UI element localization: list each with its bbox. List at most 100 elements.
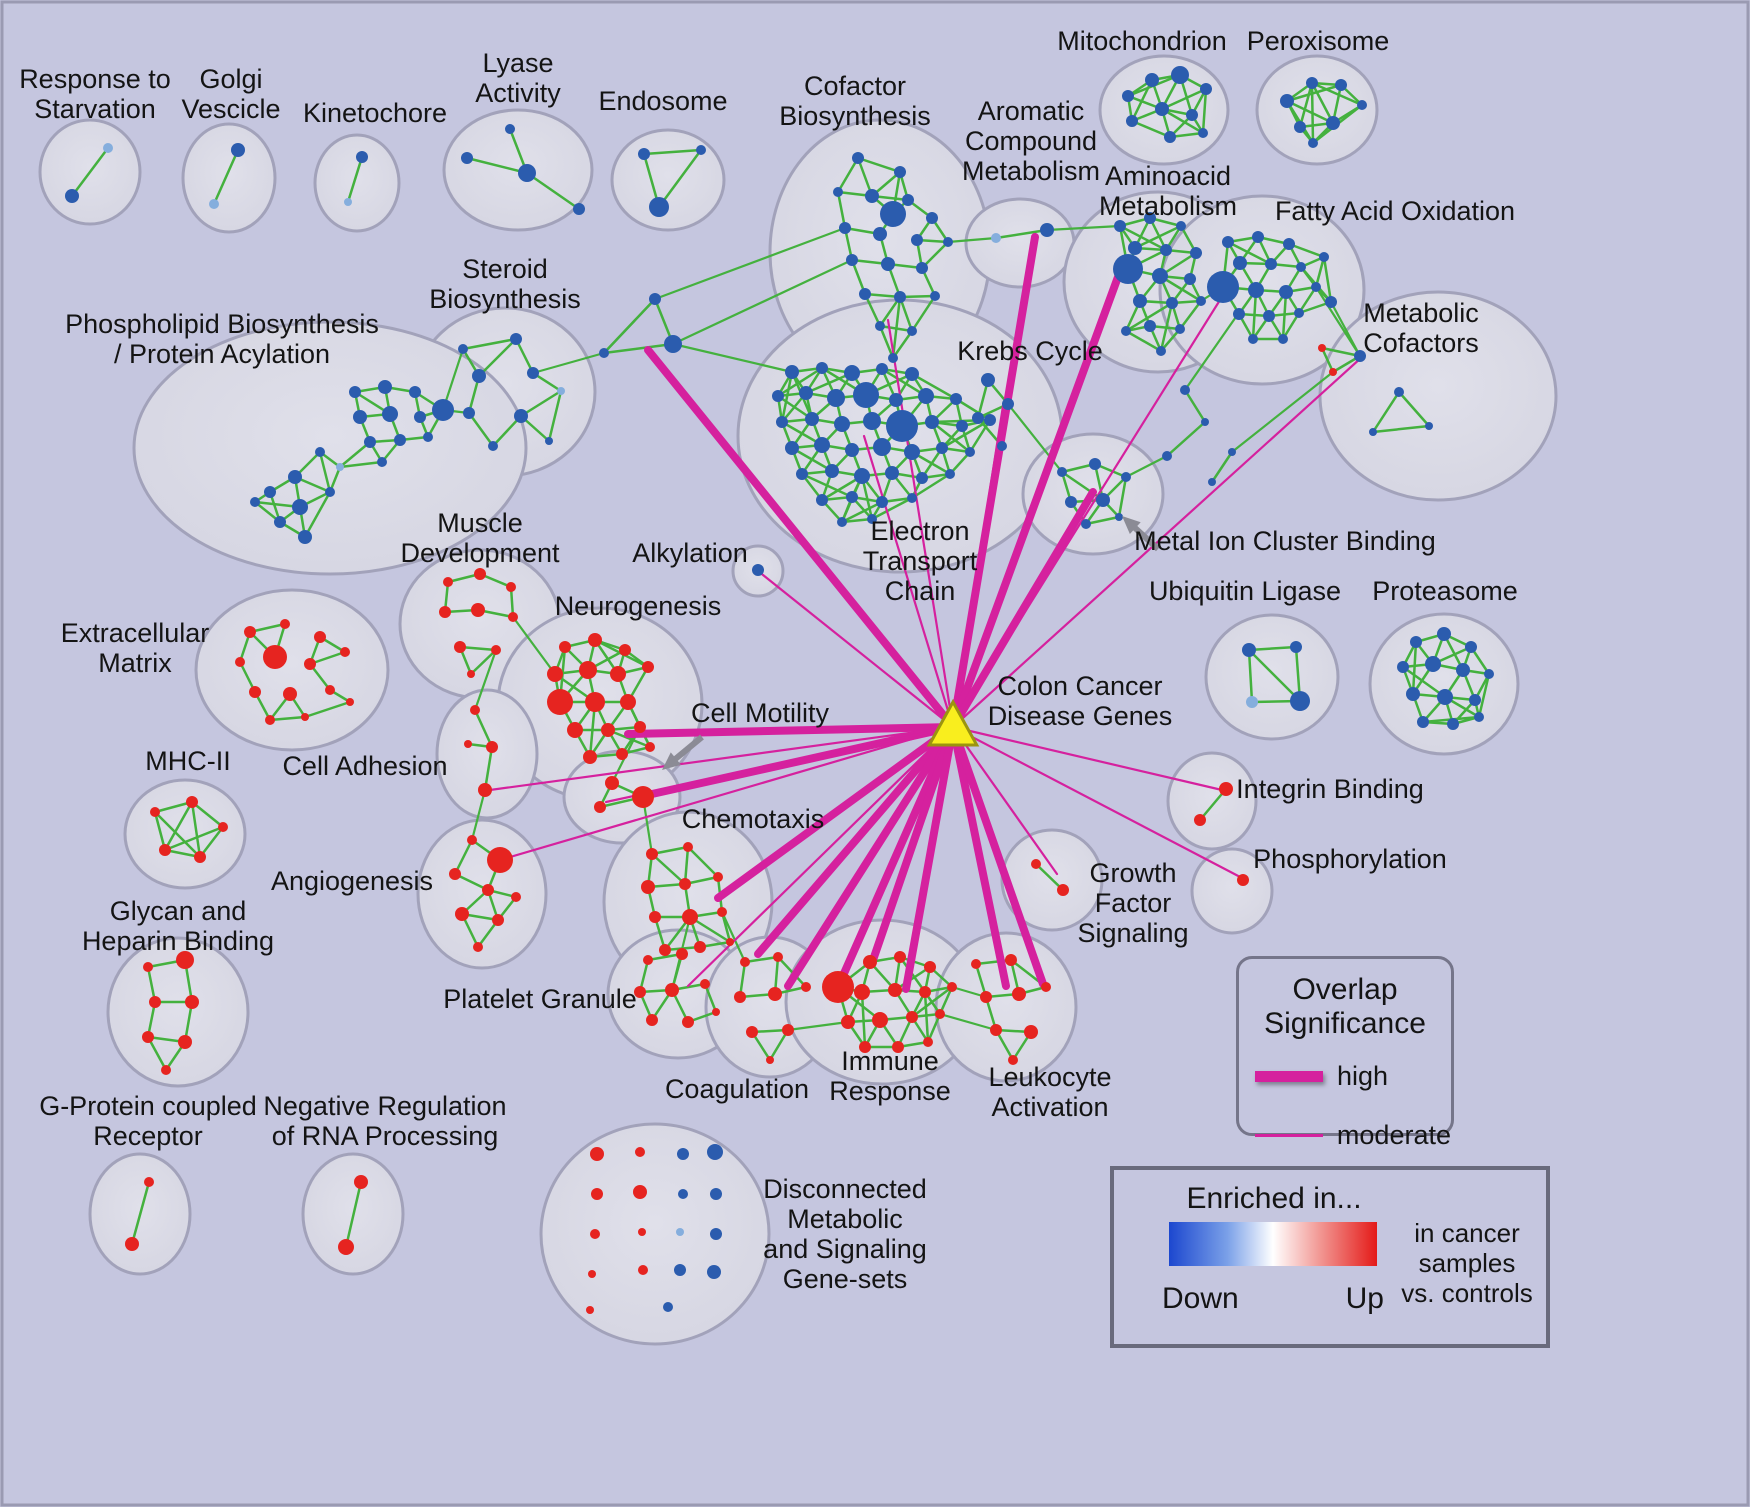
gene-set-node <box>488 441 498 451</box>
high-significance-label: high <box>1337 1061 1389 1091</box>
gene-set-edge <box>954 397 992 422</box>
gene-set-node <box>965 447 975 457</box>
gene-set-node <box>364 436 376 448</box>
gene-set-edge <box>856 156 902 174</box>
gene-set-node <box>249 686 261 698</box>
cluster-ellipse-disconnected-gene-sets <box>539 1122 771 1346</box>
gene-set-node <box>930 291 940 301</box>
overlap-edge-moderate <box>862 434 955 729</box>
enrichment-note-line3: vs. controls <box>1401 1278 1533 1308</box>
gene-set-edge <box>190 800 202 859</box>
overlap-title-line2: Significance <box>1264 1007 1426 1040</box>
gene-set-node <box>186 796 198 808</box>
gene-set-node <box>682 909 698 925</box>
gene-set-edge <box>1060 470 1105 502</box>
gene-set-node <box>1278 334 1288 344</box>
gene-set-edge <box>469 648 498 676</box>
gene-set-node <box>712 1008 720 1016</box>
overlap-edge-high <box>834 723 957 991</box>
gene-set-node <box>1057 467 1067 477</box>
gene-set-node <box>773 952 783 962</box>
gene-set-node <box>610 666 626 682</box>
gene-set-node <box>885 466 899 480</box>
gene-set-node <box>646 1014 658 1026</box>
gene-set-node <box>1190 247 1202 259</box>
gene-set-edge <box>1034 862 1065 892</box>
gene-set-node <box>1144 320 1156 332</box>
gene-set-edge <box>1160 107 1205 135</box>
disease-genes-hub-triangle <box>926 698 980 747</box>
gene-set-node <box>1089 458 1101 470</box>
gene-set-edge <box>212 148 240 206</box>
gene-set-node <box>876 363 888 375</box>
gene-set-edge <box>130 1180 151 1246</box>
cluster-ellipse-ubiquitin-ligase <box>1204 613 1340 741</box>
gene-set-node <box>340 647 350 657</box>
gene-set-edge <box>1159 301 1174 353</box>
gene-set-node <box>845 443 859 457</box>
gene-set-node <box>916 262 928 274</box>
gene-set-node <box>559 641 571 653</box>
gene-set-node <box>209 199 219 209</box>
gene-set-edge <box>1310 81 1364 107</box>
gene-set-node <box>464 740 472 748</box>
gene-set-edge <box>338 460 384 469</box>
high-significance-line-swatch <box>1255 1071 1323 1082</box>
cluster-label-coagulation: Coagulation <box>665 1074 809 1104</box>
gene-set-edge <box>338 440 372 469</box>
gene-set-node <box>632 786 654 808</box>
gene-set-edge <box>776 955 808 989</box>
gene-set-edge <box>1287 242 1326 259</box>
gene-set-node <box>1329 368 1337 376</box>
gene-set-edge <box>1133 224 1183 250</box>
gene-set-edge <box>1310 81 1335 125</box>
gene-set-node <box>822 971 854 1003</box>
gene-set-node <box>880 201 906 227</box>
gene-set-node <box>1484 669 1494 679</box>
gene-set-node <box>676 948 688 960</box>
gene-set-node <box>911 234 923 246</box>
gene-set-node <box>280 619 290 629</box>
gene-set-edge <box>153 810 202 859</box>
overlap-edge-high <box>754 723 957 958</box>
cross-cluster-edge <box>1230 370 1335 454</box>
gene-set-node <box>591 1188 603 1200</box>
gene-set-node <box>344 198 352 206</box>
cluster-label-mitochondrion: Mitochondrion <box>1057 26 1227 56</box>
gene-set-edge <box>1247 648 1302 703</box>
cross-cluster-edge <box>1329 300 1362 358</box>
gene-set-node <box>1115 513 1123 521</box>
gene-set-node <box>785 441 799 455</box>
gene-set-edge <box>163 800 194 852</box>
gene-set-node <box>304 658 316 670</box>
gene-set-edge <box>650 852 687 886</box>
gene-set-node <box>707 1265 721 1279</box>
gene-set-edge <box>519 389 563 418</box>
gene-set-node <box>1233 256 1247 270</box>
gene-set-node <box>590 1229 600 1239</box>
hub-marker <box>926 698 980 747</box>
gene-set-node <box>491 645 501 655</box>
gene-set-edge <box>303 490 332 539</box>
gene-set-node <box>492 914 504 926</box>
gene-set-edge <box>509 585 515 619</box>
gene-set-node <box>924 961 936 973</box>
gene-set-node <box>482 884 494 896</box>
gene-set-edge <box>318 450 332 494</box>
overlap-edge-high <box>644 346 957 731</box>
gene-set-edge <box>804 371 854 395</box>
gene-set-edge <box>1201 87 1208 135</box>
gene-set-node <box>1065 496 1077 508</box>
moderate-significance-line-swatch <box>1255 1134 1323 1137</box>
gene-set-node <box>785 365 799 379</box>
gene-set-node <box>1437 627 1451 641</box>
gene-set-node <box>638 1265 648 1275</box>
gene-set-edge <box>1397 390 1431 428</box>
gene-set-node <box>1184 273 1196 285</box>
